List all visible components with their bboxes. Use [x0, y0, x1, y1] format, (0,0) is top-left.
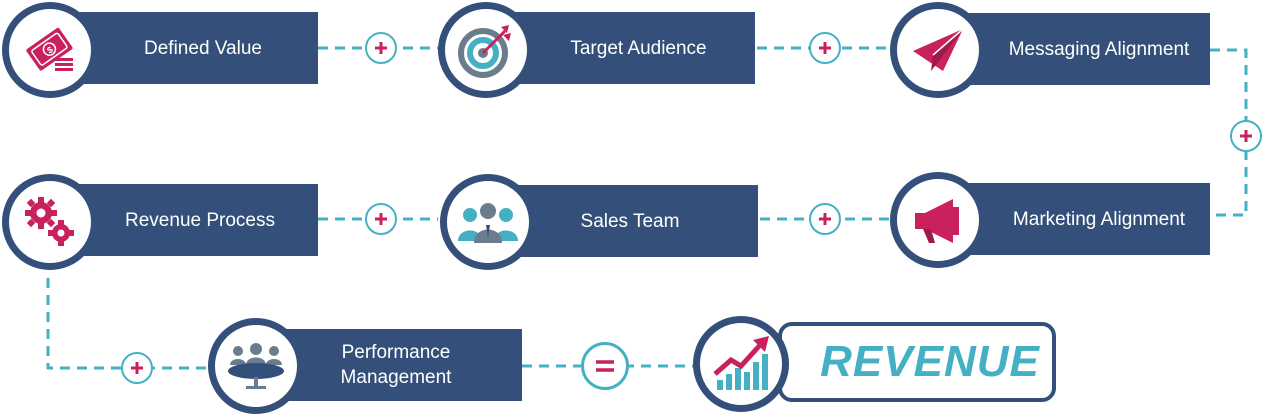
- target-icon: [458, 25, 511, 78]
- plus-operator: [365, 32, 397, 64]
- equals-icon: [596, 360, 614, 372]
- step-circle: [208, 318, 304, 414]
- plus-icon: [375, 213, 387, 225]
- team-icon: [458, 203, 518, 243]
- step-box-revenue-process: Revenue Process: [60, 184, 318, 256]
- meeting-icon: [228, 343, 284, 389]
- step-label: Revenue Process: [125, 209, 275, 231]
- revenue-label: REVENUE: [820, 337, 1040, 386]
- growth-chart-icon: [713, 336, 769, 390]
- step-label: Target Audience: [570, 37, 707, 59]
- plus-operator: [121, 352, 153, 384]
- money-icon: $: [26, 27, 73, 71]
- step-box-performance-management: Performance Management: [270, 329, 522, 401]
- step-label-line1: Performance: [341, 342, 451, 363]
- plus-operator: [1230, 120, 1262, 152]
- step-circle: [2, 174, 98, 270]
- step-label: Messaging Alignment: [1008, 38, 1190, 60]
- plus-icon: [819, 42, 831, 54]
- step-label: Sales Team: [580, 210, 680, 232]
- plus-operator: [809, 32, 841, 64]
- plus-icon: [819, 213, 831, 225]
- megaphone-icon: [915, 199, 959, 243]
- plus-operator: [809, 203, 841, 235]
- revenue-result-box: REVENUE: [778, 322, 1056, 402]
- gears-icon: [25, 197, 74, 246]
- plus-operator: [365, 203, 397, 235]
- step-circle: [438, 2, 534, 98]
- step-circle: [890, 2, 986, 98]
- plus-icon: [131, 362, 143, 374]
- paper-plane-icon: [913, 28, 964, 71]
- step-circle: [890, 172, 986, 268]
- plus-icon: [1240, 130, 1252, 142]
- plus-icon: [375, 42, 387, 54]
- step-label: Marketing Alignment: [1012, 208, 1186, 230]
- svg-text:$: $: [45, 44, 55, 55]
- step-label-line2: Management: [340, 367, 452, 388]
- result-circle: [693, 316, 789, 412]
- equals-operator: [581, 342, 629, 390]
- step-box-defined-value: Defined Value: [60, 12, 318, 84]
- step-circle: [440, 174, 536, 270]
- step-label: Defined Value: [144, 37, 262, 59]
- step-circle: $: [2, 2, 98, 98]
